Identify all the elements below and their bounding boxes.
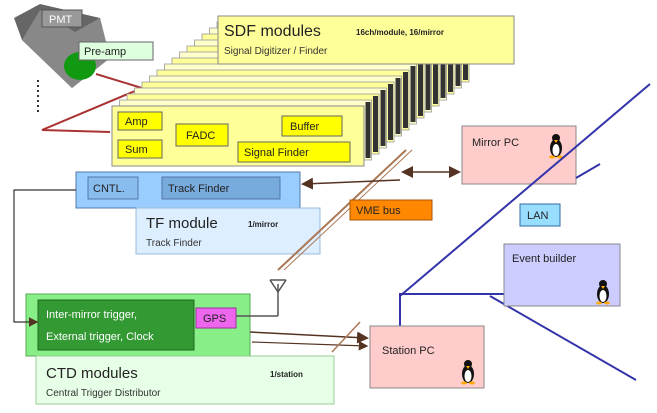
fadc-label: FADC [186, 130, 215, 142]
sdf-stack-connector [373, 96, 378, 152]
buffer-label: Buffer [290, 121, 319, 133]
ctd-note: 1/station [270, 370, 303, 379]
track-finder-box [161, 176, 281, 200]
penguin-icon [461, 360, 475, 385]
sdf-stack-connector [440, 42, 446, 98]
event-builder-label: Event builder [512, 253, 577, 265]
lan-network: LAN [399, 83, 651, 381]
ctd-title: CTD modules [46, 365, 138, 382]
sdf-stack-connector [425, 54, 431, 110]
sdf-desc: Signal Digitizer / Finder [224, 46, 328, 57]
sum-label: Sum [125, 144, 148, 156]
sdf-note: 16ch/module, 16/mirror [356, 28, 444, 37]
pmt-label: PMT [49, 14, 73, 26]
signal-finder-box [237, 141, 351, 163]
vme-label: VME bus [356, 205, 401, 217]
sdf-front-module: Amp Sum FADC Buffer Signal Finder [111, 105, 365, 167]
cntl-box [87, 176, 139, 200]
ctd-trigger-box [37, 299, 195, 351]
sdf-stack-connector [365, 102, 371, 158]
sdf-title-panel: SDF modules 16ch/module, 16/mirror Signa… [217, 15, 515, 65]
antenna-icon [236, 279, 287, 317]
station-pc-label: Station PC [382, 345, 435, 357]
vme-bus: VME bus [277, 149, 433, 271]
penguin-icon [549, 134, 563, 159]
signal-finder-label: Signal Finder [244, 147, 309, 159]
mirror-pc: Mirror PC [461, 125, 577, 185]
preamp-box [78, 41, 154, 61]
track-finder-box-label: Track Finder [168, 183, 230, 195]
cntl-label: CNTL. [93, 183, 125, 195]
sdf-stack-connector [403, 72, 408, 128]
preamp-wire [41, 73, 145, 133]
pmt-label-box [41, 9, 83, 28]
sdf-stack-connector [388, 84, 393, 140]
sdf-stack-connector [380, 90, 386, 146]
ctd-vme-link [331, 321, 361, 353]
ctd-trigger-line2: External trigger, Clock [46, 331, 154, 343]
lan-box [519, 203, 561, 227]
gps-box [195, 307, 237, 329]
sum-box [117, 139, 163, 159]
sdf-stack-connector [410, 66, 416, 122]
tf-note: 1/mirror [248, 220, 278, 229]
cntl-ctd-loop [13, 189, 76, 327]
tf-title: TF module [146, 215, 218, 232]
sdf-title: SDF modules [224, 23, 321, 40]
sdf-stack-connector [433, 48, 438, 104]
ctd-trigger-line1: Inter-mirror trigger, [46, 309, 137, 321]
fadc-box [175, 123, 229, 147]
preamp-label: Pre-amp [84, 46, 126, 58]
sdf-stack-connector [395, 78, 401, 134]
station-pc: Station PC [369, 325, 485, 389]
connections [13, 166, 461, 353]
sdf-stack-connector [418, 60, 423, 116]
tf-vme-arrow [301, 177, 401, 190]
amp-label: Amp [125, 116, 148, 128]
gps-label: GPS [203, 313, 226, 325]
mirror-pc-label: Mirror PC [472, 137, 519, 149]
ctd-module: Inter-mirror trigger, External trigger, … [25, 279, 335, 405]
amp-box [117, 111, 163, 131]
vme-box [349, 199, 433, 221]
buffer-box [281, 115, 343, 137]
ctd-desc: Central Trigger Distributor [46, 388, 161, 399]
tf-module: CNTL. Track Finder TF module 1/mirror Tr… [75, 171, 321, 255]
pmt-group: PMT Pre-amp [14, 4, 154, 133]
tf-desc: Track Finder [146, 238, 202, 249]
penguin-icon [596, 280, 610, 305]
lan-label: LAN [527, 210, 548, 222]
event-builder: Event builder [503, 243, 621, 307]
